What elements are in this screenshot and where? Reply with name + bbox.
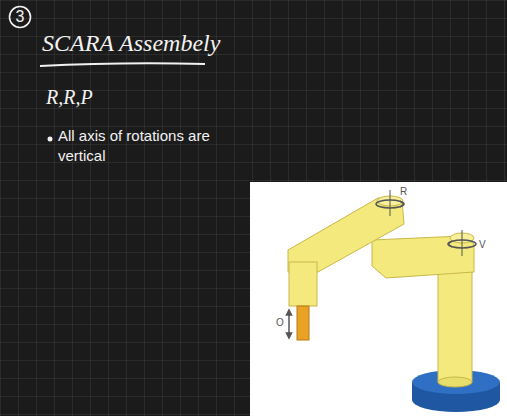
- axis-label: R: [400, 185, 407, 199]
- title: SCARA Assembely: [42, 30, 220, 57]
- circled-number: 3: [8, 5, 32, 29]
- picture-panel: [250, 182, 507, 416]
- axis-label: O: [276, 316, 284, 330]
- bullet: [48, 137, 53, 142]
- joint-sequence: R,R,P: [46, 84, 93, 111]
- number-text: 3: [8, 5, 32, 25]
- note: All axis of rotations are vertical: [58, 126, 228, 167]
- axis-label: V: [479, 238, 486, 252]
- title-underline: [40, 63, 205, 66]
- scara-robot: [288, 190, 500, 412]
